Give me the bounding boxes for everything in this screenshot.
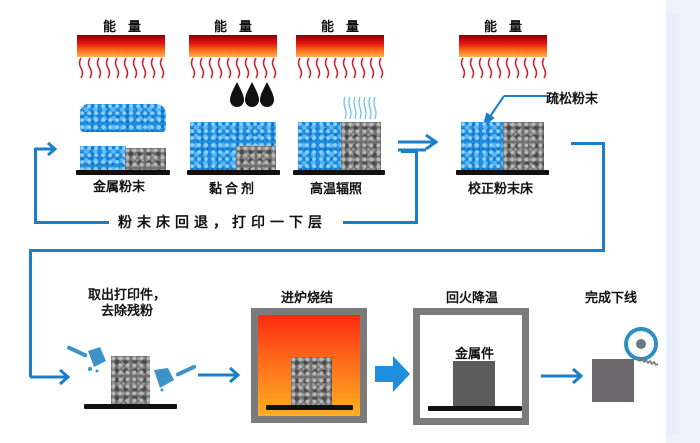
- build-plate: [456, 170, 549, 175]
- part-label: 金属件: [455, 347, 495, 362]
- heater-icon: [459, 35, 547, 57]
- arrow-right-icon: [198, 366, 241, 384]
- printed-part: [291, 357, 332, 405]
- powder-bed: [80, 146, 126, 170]
- brush-icon: [66, 345, 106, 373]
- arrow-right-icon: [35, 142, 58, 156]
- step-label: 金属粉末: [93, 180, 146, 195]
- step-label: 去除残粉: [101, 304, 154, 319]
- loop-label: 粉末床回退，打印一下层: [118, 215, 327, 231]
- energy-label: 能量: [484, 20, 535, 35]
- step-label: 完成下线: [585, 291, 638, 306]
- build-plate: [293, 170, 385, 175]
- flow-line: [602, 142, 605, 250]
- build-plate: [428, 406, 522, 411]
- loose-powder-layer: [80, 104, 166, 132]
- heater-icon: [296, 35, 384, 57]
- heat-steam-icon: [343, 96, 377, 120]
- energy-label: 能量: [214, 20, 265, 35]
- step-label: 取出打印件，: [88, 288, 167, 303]
- build-plate: [76, 170, 170, 175]
- callout-pointer-icon: [482, 95, 550, 126]
- block-arrow-icon: [375, 356, 410, 392]
- flow-line: [415, 150, 418, 224]
- build-plate: [187, 170, 280, 175]
- flow-line: [29, 249, 32, 377]
- powder-bed: [461, 122, 504, 170]
- finished-part: [592, 359, 634, 402]
- finished-part: [453, 361, 495, 407]
- heater-icon: [77, 35, 165, 57]
- step-label: 高温辐照: [310, 182, 363, 197]
- printed-part: [236, 146, 276, 170]
- powder-bed: [298, 122, 342, 170]
- build-plate: [266, 405, 353, 410]
- step-label: 校正粉末床: [468, 182, 534, 197]
- printed-part: [341, 122, 381, 170]
- printed-part: [111, 356, 150, 404]
- flow-line: [401, 150, 418, 153]
- heat-waves-icon: [78, 57, 165, 79]
- brush-icon: [154, 364, 197, 392]
- flow-line: [34, 148, 37, 223]
- printed-part: [125, 148, 166, 170]
- step-label: 进炉烧结: [281, 291, 334, 306]
- build-plate: [84, 404, 177, 409]
- arrow-right-icon: [30, 368, 71, 386]
- printed-part: [503, 122, 544, 170]
- energy-label: 能量: [103, 20, 154, 35]
- flow-line: [571, 142, 605, 145]
- loose-powder-callout: 疏松粉末: [546, 92, 599, 107]
- flow-line: [29, 249, 605, 252]
- energy-label: 能量: [321, 20, 372, 35]
- arrow-right-icon: [541, 367, 584, 385]
- heater-icon: [189, 35, 277, 57]
- heat-waves-icon: [190, 57, 277, 79]
- ink-drops-icon: [230, 82, 274, 107]
- diagram-canvas: 能量 金属粉末 能量: [0, 0, 666, 443]
- step-label: 黏合剂: [209, 182, 258, 197]
- heat-waves-icon: [297, 57, 384, 79]
- flow-line: [343, 221, 418, 224]
- right-edge-strip: [666, 14, 676, 434]
- step-label: 回火降温: [446, 291, 499, 306]
- drill-icon: [624, 327, 659, 367]
- heat-waves-icon: [460, 57, 547, 79]
- flow-line: [34, 221, 109, 224]
